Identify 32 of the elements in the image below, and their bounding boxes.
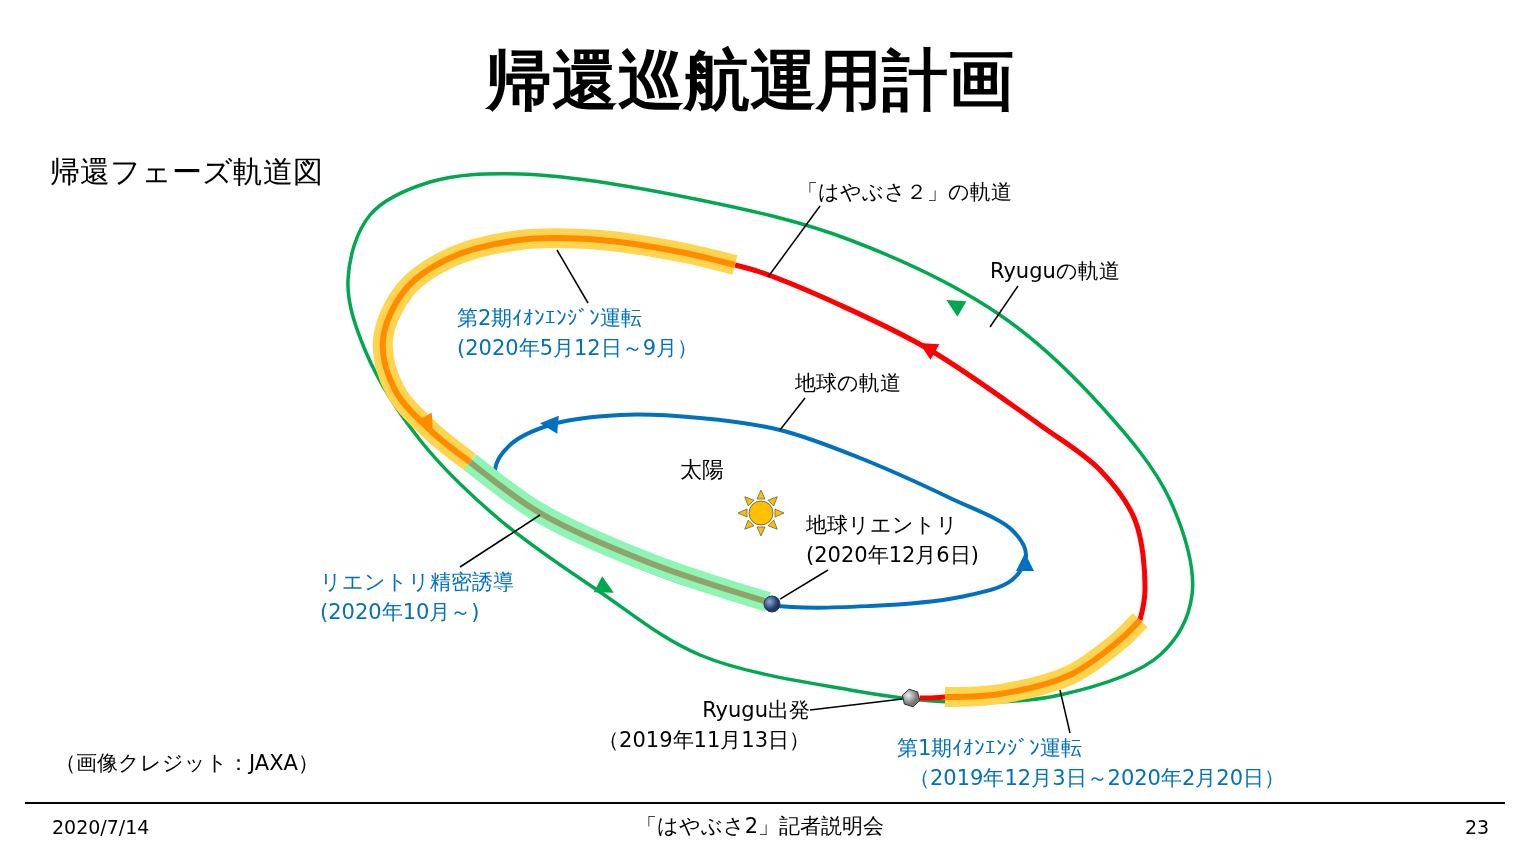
callout-label: 第2期ｲｵﾝｴﾝｼﾞﾝ運転 <box>457 305 644 332</box>
date: 2020/7/14 <box>52 815 150 840</box>
leader-line <box>779 569 829 600</box>
callout-label: 第1期ｲｵﾝｴﾝｼﾞﾝ運転 <box>897 735 1084 762</box>
subtitle: 帰還フェーズ軌道図 <box>50 153 323 191</box>
date-label: (2020年5月12日～9月） <box>457 335 699 362</box>
callout-label: 地球リエントリ <box>806 512 959 539</box>
trajectory-arrow <box>734 262 1148 621</box>
date-label: （2019年11月13日） <box>597 727 810 754</box>
date-label: (2020年12月6日) <box>806 542 979 569</box>
leader-line <box>767 205 821 278</box>
leader-line <box>809 698 904 711</box>
page-number: 23 <box>1465 815 1490 840</box>
sun-label: 太陽 <box>680 456 724 484</box>
highlight-band <box>944 613 1148 707</box>
leader-line <box>459 514 541 568</box>
date-label: (2020年10月～) <box>320 599 481 626</box>
leader-line <box>779 397 806 431</box>
orbit-label: 地球の軌道 <box>795 368 901 398</box>
asteroid-icon <box>901 688 921 708</box>
orbit-label: 「はやぶさ２」の軌道 <box>797 177 1012 207</box>
image-credit: （画像クレジット：JAXA） <box>55 750 319 777</box>
leader-line <box>1059 689 1071 734</box>
date-label: （2019年12月3日～2020年2月20日） <box>908 765 1286 792</box>
earth-circle <box>763 595 781 613</box>
orbit-label: Ryuguの軌道 <box>990 256 1120 286</box>
callout-label: リエントリ精密誘導 <box>320 569 514 596</box>
callout-label: Ryugu出発 <box>701 697 810 724</box>
leader-line <box>556 249 589 304</box>
title: 帰還巡航運用計画 <box>484 41 1015 121</box>
footer-title: 「はやぶさ2」記者説明会 <box>634 813 886 840</box>
leader-line <box>989 285 1019 328</box>
